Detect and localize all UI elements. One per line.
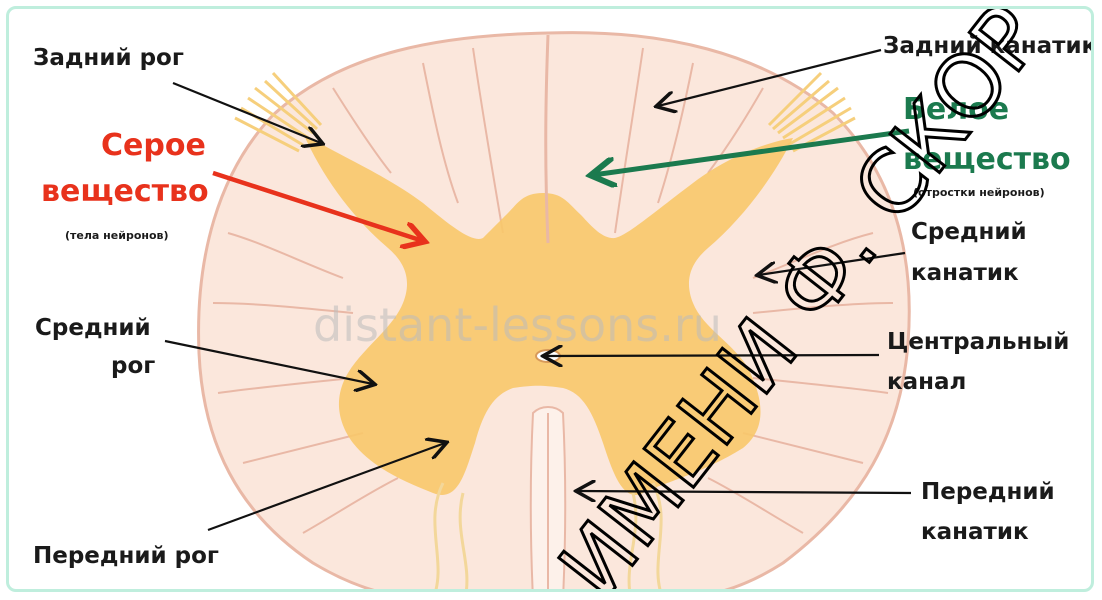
label-gray-matter-line2: вещество [41,174,209,209]
label-gray-matter-note: (тела нейронов) [65,229,169,242]
label-middle-horn-line2: рог [111,353,155,379]
label-central-canal-line2: канал [887,369,966,395]
spinal-cord-diagram: distant-lessons.ru Задний рог Серое веще… [9,9,1094,592]
label-posterior-horn: Задний рог [33,45,184,71]
label-middle-horn-line1: Средний [35,315,151,341]
label-anterior-horn: Передний рог [33,543,219,569]
diagram-frame: distant-lessons.ru Задний рог Серое веще… [6,6,1094,592]
label-central-canal-line1: Центральный [887,329,1069,355]
label-anterior-funiculus-line1: Передний [921,479,1055,505]
label-middle-funiculus-line2: канатик [911,260,1019,286]
label-middle-funiculus-line1: Средний [911,219,1027,245]
label-gray-matter-line1: Серое [101,128,206,163]
watermark: distant-lessons.ru [313,298,722,352]
label-anterior-funiculus-line2: канатик [921,519,1029,545]
